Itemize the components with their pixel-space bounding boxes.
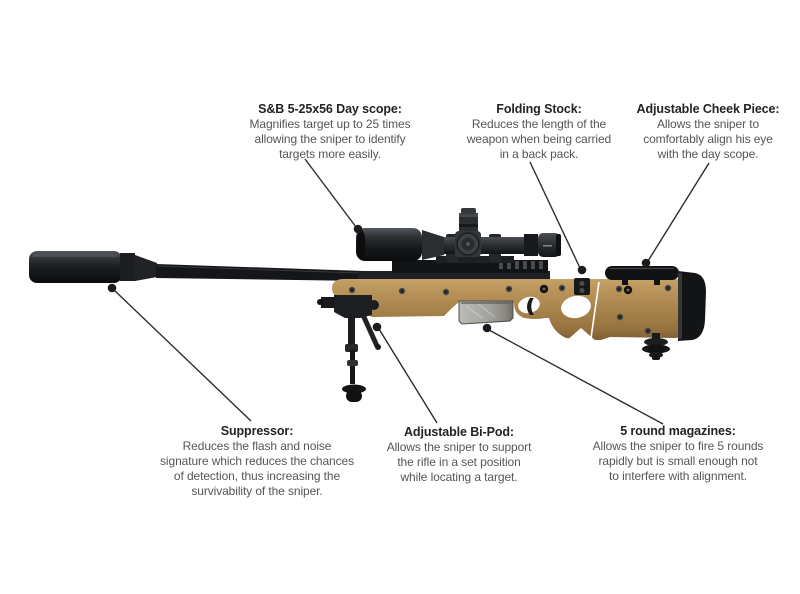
leader-dots	[107, 224, 651, 333]
annotation-title: 5 round magazines:	[620, 424, 736, 438]
leader-dot-folding-stock	[577, 265, 587, 275]
annotation-line: of detection, thus increasing the	[173, 469, 341, 483]
leader-line-folding-stock	[529, 161, 581, 269]
leader-line-bipod	[378, 328, 438, 424]
annotation-line: targets more easily.	[279, 147, 381, 161]
annotation-line: signature which reduces the chances	[160, 454, 354, 468]
annotation-line: survivability of the sniper.	[191, 484, 323, 498]
annotation-day-scope: S&B 5-25x56 Day scope: Magnifies target …	[250, 102, 411, 162]
leader-dot-cheek-piece	[641, 258, 651, 268]
annotation-title: Adjustable Cheek Piece:	[636, 102, 780, 116]
annotation-title: Folding Stock:	[496, 102, 582, 116]
folding-stock-hinge	[574, 278, 590, 295]
thumbhole	[561, 295, 591, 319]
annotation-line: Allows the sniper to	[656, 117, 760, 131]
annotation-line: while locating a target.	[400, 470, 518, 484]
annotation-line: the rifle in a set position	[397, 455, 521, 469]
annotation-line: weapon when being carried	[466, 132, 612, 146]
leader-dot-suppressor	[107, 283, 117, 293]
annotation-line: to interfere with alignment.	[609, 469, 747, 483]
annotation-line: allowing the sniper to identify	[254, 132, 406, 146]
leader-line-day-scope	[304, 158, 357, 228]
annotation-line: Allows the sniper to support	[386, 440, 532, 454]
grip-notch	[566, 328, 596, 348]
cheek-piece	[605, 266, 679, 285]
leader-lines	[113, 158, 710, 425]
barrel	[156, 264, 364, 281]
annotation-line: Reduces the length of the	[471, 117, 607, 131]
trigger	[527, 298, 534, 315]
recoil-pad	[678, 271, 706, 341]
leader-line-cheek-piece	[647, 162, 710, 262]
annotation-line: in a back pack.	[499, 147, 579, 161]
annotation-line: Allows the sniper to fire 5 rounds	[592, 439, 764, 453]
stock-chassis	[332, 279, 682, 348]
suppressor	[29, 251, 157, 283]
annotation-bipod: Adjustable Bi-Pod: Allows the sniper to …	[387, 425, 532, 485]
annotation-title: Adjustable Bi-Pod:	[403, 425, 514, 439]
stock-screws	[348, 284, 672, 335]
annotation-line: Reduces the flash and noise	[182, 439, 332, 453]
annotation-magazines: 5 round magazines: Allows the sniper to …	[593, 424, 764, 484]
annotation-line: rapidly but is small enough not	[598, 454, 758, 468]
leader-dot-magazines	[482, 323, 492, 333]
annotation-title: S&B 5-25x56 Day scope:	[258, 102, 402, 116]
magazine	[458, 300, 514, 325]
bipod	[317, 295, 381, 402]
leader-line-magazines	[488, 329, 664, 425]
annotation-line: with the day scope.	[657, 147, 759, 161]
annotation-cheek-piece: Adjustable Cheek Piece: Allows the snipe…	[637, 102, 780, 162]
annotation-title: Suppressor:	[220, 424, 294, 438]
day-scope	[356, 208, 561, 263]
monopod	[642, 333, 670, 360]
leader-line-suppressor	[113, 289, 252, 422]
annotation-line: comfortably align his eye	[643, 132, 773, 146]
annotation-line: Magnifies target up to 25 times	[249, 117, 411, 131]
leader-dot-day-scope	[353, 224, 363, 234]
receiver-and-rail	[358, 260, 550, 282]
annotation-suppressor: Suppressor: Reduces the flash and noise …	[160, 424, 354, 499]
leader-dot-bipod	[372, 322, 382, 332]
folding-joint-seam	[590, 281, 600, 339]
annotation-folding-stock: Folding Stock: Reduces the length of the…	[467, 102, 611, 162]
